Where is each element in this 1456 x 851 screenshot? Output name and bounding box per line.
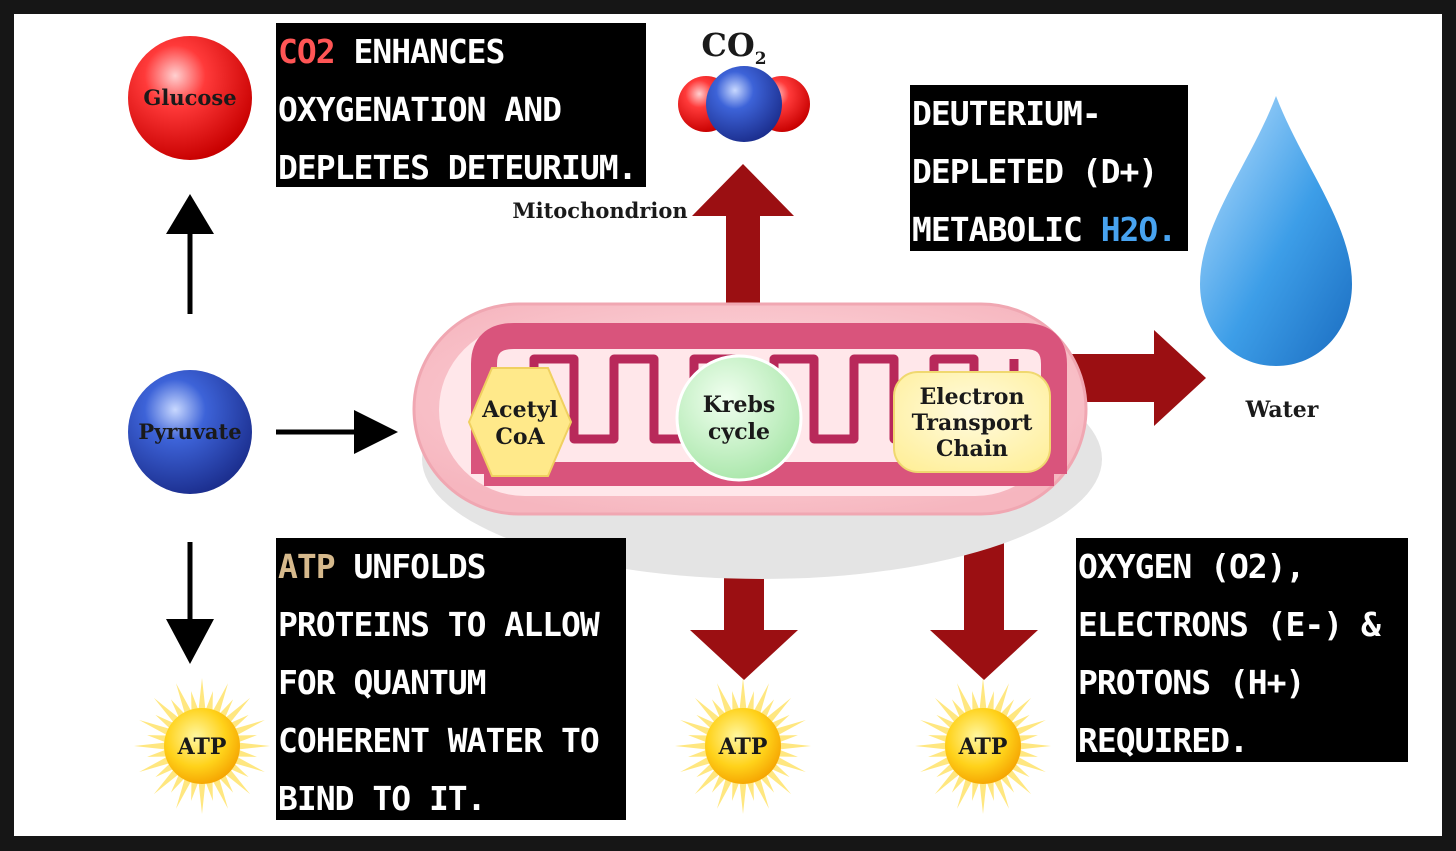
caption-oxygen-line4: REQUIRED. bbox=[1078, 721, 1249, 760]
sun-core bbox=[164, 708, 240, 784]
caption-deuterium-line1: DEUTERIUM- bbox=[912, 94, 1102, 133]
sun-core bbox=[945, 708, 1021, 784]
arrow-to-atp-left bbox=[166, 542, 214, 664]
atp-sun-etc: ATP bbox=[915, 678, 1051, 814]
co2-label: CO2 bbox=[701, 26, 766, 69]
mitochondrion-label: Mitochondrion bbox=[512, 198, 687, 223]
caption-co2-line3: DEPLETES DETEURIUM. bbox=[278, 148, 638, 187]
etc-label-line1: Electron bbox=[920, 384, 1025, 410]
caption-deuterium: DEUTERIUM- DEPLETED (D+) METABOLIC H2O. bbox=[910, 85, 1188, 251]
caption-co2: CO2 ENHANCES OXYGENATION AND DEPLETES DE… bbox=[276, 23, 646, 187]
atp-label: ATP bbox=[177, 734, 227, 760]
caption-co2-highlight: CO2 bbox=[278, 32, 336, 71]
diagram-canvas: Glucose Pyruvate bbox=[14, 14, 1442, 836]
acetyl-coa: Acetyl CoA bbox=[467, 367, 573, 477]
pyruvate-label: Pyruvate bbox=[138, 419, 241, 444]
atp-sun-left: ATP bbox=[134, 678, 270, 814]
water-drop: Water bbox=[1200, 96, 1352, 423]
etc-label-line2: Transport bbox=[912, 410, 1034, 436]
caption-atp-line1: UNFOLDS bbox=[334, 547, 486, 586]
co2-molecule: CO2 bbox=[678, 26, 810, 142]
acetyl-label-line2: CoA bbox=[495, 424, 545, 450]
acetyl-label-line1: Acetyl bbox=[481, 397, 558, 423]
caption-oxygen-line2: ELECTRONS (E-) & bbox=[1078, 605, 1381, 644]
metabolism-diagram: Glucose Pyruvate bbox=[128, 26, 1352, 814]
krebs-label-line1: Krebs bbox=[703, 392, 775, 418]
atp-sun-krebs: ATP bbox=[675, 678, 811, 814]
arrow-to-mitochondrion bbox=[276, 410, 398, 454]
caption-atp-highlight: ATP bbox=[278, 547, 336, 586]
glucose-molecule: Glucose bbox=[128, 36, 252, 160]
sun-core bbox=[705, 708, 781, 784]
atp-label: ATP bbox=[958, 734, 1008, 760]
caption-atp-line4: COHERENT WATER TO bbox=[278, 721, 600, 760]
glucose-label: Glucose bbox=[143, 85, 236, 110]
caption-oxygen-line1: OXYGEN (O2), bbox=[1078, 547, 1305, 586]
krebs-cycle: Krebs cycle bbox=[675, 354, 803, 482]
caption-co2-line1: ENHANCES bbox=[334, 32, 505, 71]
electron-transport-chain: Electron Transport Chain bbox=[893, 371, 1051, 473]
water-label: Water bbox=[1245, 397, 1319, 423]
caption-oxygen: OXYGEN (O2), ELECTRONS (E-) & PROTONS (H… bbox=[1076, 538, 1408, 762]
caption-deuterium-line2: DEPLETED (D+) bbox=[912, 152, 1158, 191]
caption-co2-line2: OXYGENATION AND bbox=[278, 90, 562, 129]
caption-atp: ATP UNFOLDS PROTEINS TO ALLOW FOR QUANTU… bbox=[276, 538, 626, 820]
caption-deuterium-line3: METABOLIC bbox=[912, 210, 1101, 249]
arrow-to-glucose bbox=[166, 194, 214, 314]
krebs-label-line2: cycle bbox=[708, 419, 770, 445]
caption-atp-line2: PROTEINS TO ALLOW bbox=[278, 605, 600, 644]
pyruvate-molecule: Pyruvate bbox=[128, 370, 252, 494]
caption-atp-line3: FOR QUANTUM bbox=[278, 663, 487, 702]
caption-deuterium-highlight: H2O. bbox=[1100, 210, 1177, 249]
caption-atp-line5: BIND TO IT. bbox=[278, 779, 487, 818]
caption-oxygen-line3: PROTONS (H+) bbox=[1078, 663, 1305, 702]
atp-label: ATP bbox=[718, 734, 768, 760]
etc-label-line3: Chain bbox=[936, 436, 1008, 462]
